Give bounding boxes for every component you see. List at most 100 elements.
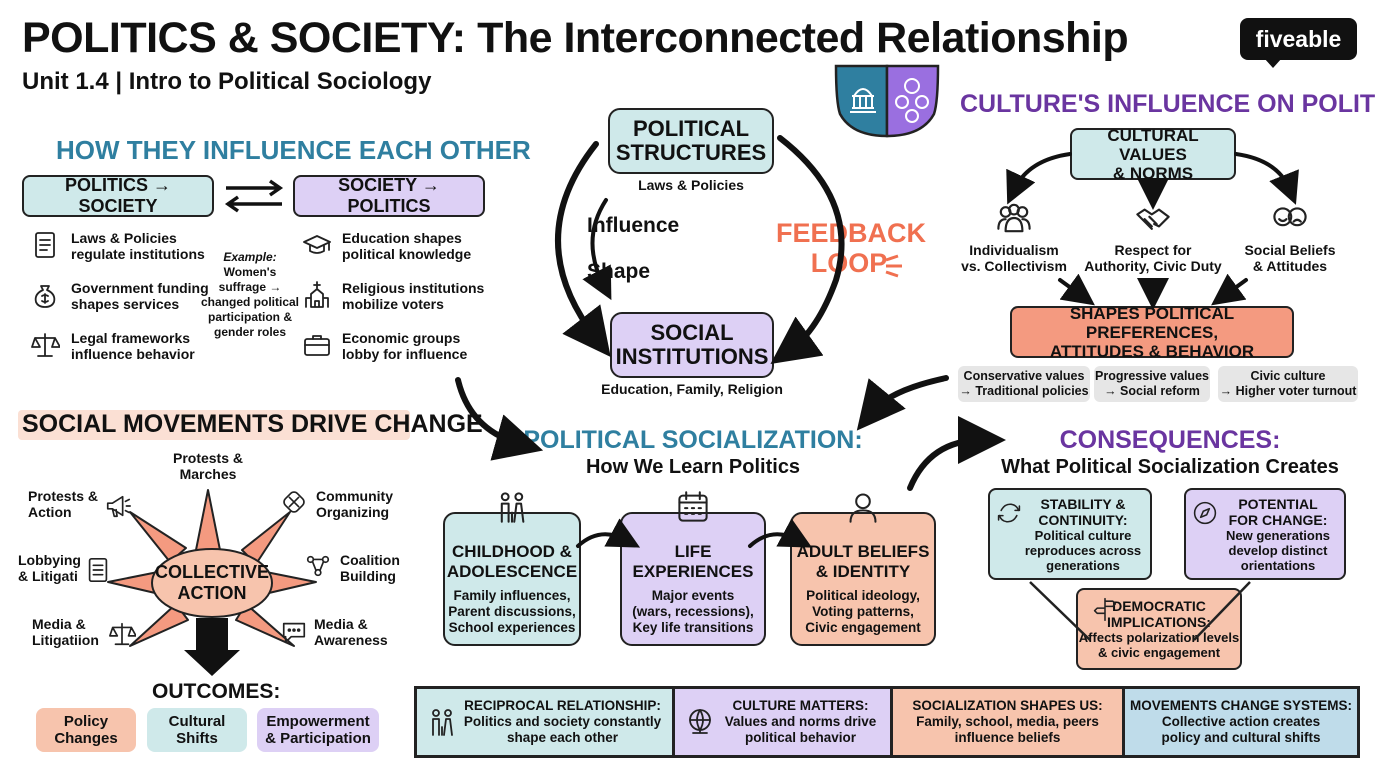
consequences-heading: CONSEQUENCES: — [1059, 426, 1281, 454]
shapes-preferences-label: SHAPES POLITICAL PREFERENCES, ATTITUDES … — [1049, 303, 1255, 361]
summary-cell: RECIPROCAL RELATIONSHIP:Politics and soc… — [417, 689, 675, 755]
consequence-title: POTENTIAL FOR CHANGE: — [1228, 495, 1328, 528]
culture-example: Civic culture → Higher voter turnout — [1218, 366, 1358, 402]
stage-text: Political ideology, Voting patterns, Civ… — [805, 588, 921, 635]
politics-to-society-box: POLITICS → SOCIETY — [22, 175, 214, 217]
stage-title: CHILDHOOD & ADOLESCENCE — [446, 542, 578, 581]
influence-heading: HOW THEY INFLUENCE EACH OTHER — [56, 135, 531, 165]
scales-icon — [109, 622, 136, 646]
stage-text: Major events (wars, recessions), Key lif… — [632, 588, 754, 635]
logo-text: fiveable — [1255, 25, 1342, 52]
society-effect-text: Economic groups lobby for influence — [342, 330, 468, 362]
feedback-burst-icon — [885, 254, 902, 278]
family-icon — [500, 492, 525, 523]
summary-bar: RECIPROCAL RELATIONSHIP:Politics and soc… — [414, 686, 1360, 758]
socialization-heading: POLITICAL SOCIALIZATION: — [523, 426, 863, 454]
movement-spoke-label: Coalition Building — [340, 552, 400, 584]
cultural-values-label: CULTURAL VALUES & NORMS — [1107, 125, 1199, 183]
culture-item-text: Individualism vs. Collectivism — [961, 242, 1067, 274]
culture-example: Conservative values → Traditional polici… — [958, 366, 1090, 402]
summary-text: Values and norms drive political behavio… — [724, 714, 877, 745]
outcomes-label: OUTCOMES: — [152, 680, 281, 703]
political-structures-title: POLITICAL STRUCTURES — [615, 116, 767, 165]
movement-spoke-label: Lobbying & Litigati — [18, 552, 81, 584]
summary-cell: CULTURE MATTERS:Values and norms drive p… — [675, 689, 893, 755]
outcome-box: Cultural Shifts — [147, 708, 247, 752]
stage-box: ADULT BELIEFS & IDENTITY Political ideolo… — [790, 512, 936, 646]
politics-effect-text: Government funding shapes services — [71, 280, 209, 312]
politics-effect-text: Laws & Policies regulate institutions — [71, 230, 205, 262]
political-structures-box: POLITICAL STRUCTURES — [608, 108, 774, 174]
political-structures-sub: Laws & Policies — [638, 177, 744, 193]
handshake-icon — [1136, 208, 1170, 230]
movement-spoke-label: Media & Awareness — [314, 616, 388, 648]
politics-to-society-label: POLITICS → SOCIETY — [64, 175, 171, 216]
outcome-box: Empowerment & Participation — [257, 708, 379, 752]
compass-icon — [1193, 501, 1217, 525]
page-subtitle: Unit 1.4 | Intro to Political Sociology — [22, 68, 432, 95]
politics-effect-text: Legal frameworks influence behavior — [71, 330, 195, 362]
cultural-values-box: CULTURAL VALUES & NORMS — [1070, 125, 1236, 183]
socialization-subheading: How We Learn Politics — [585, 456, 801, 478]
cycle-icon — [997, 503, 1021, 523]
scales-icon — [31, 333, 60, 357]
consequence-title: STABILITY & CONTINUITY: — [1038, 495, 1128, 528]
movement-spoke-label: Media & Litigatiion — [32, 616, 99, 648]
shapes-preferences-box: SHAPES POLITICAL PREFERENCES, ATTITUDES … — [1010, 303, 1294, 361]
people-group-icon — [997, 203, 1031, 233]
movement-spoke-label: Protests & Action — [28, 488, 99, 520]
society-effect-text: Religious institutions mobilize voters — [342, 280, 485, 312]
summary-title: SOCIALIZATION SHAPES US: — [912, 698, 1103, 713]
culture-item-text: Respect for Authority, Civic Duty — [1084, 242, 1222, 274]
money-bag-icon — [34, 285, 56, 308]
family-icon — [432, 709, 453, 736]
example-text: Women's suffrage → changed political par… — [200, 265, 299, 339]
ribbon-icon — [283, 491, 305, 513]
movement-spoke-label: Protests & Marches — [172, 450, 244, 482]
consequence-text: New generations develop distinct orienta… — [1225, 527, 1331, 573]
megaphone-icon — [106, 495, 131, 518]
church-icon — [305, 281, 329, 308]
summary-cell: SOCIALIZATION SHAPES US:Family, school, … — [893, 689, 1125, 755]
summary-text: Family, school, media, peers influence b… — [916, 714, 1099, 745]
consequence-box: DEMOCRATIC IMPLICATIONS:Affects polariza… — [1076, 588, 1242, 670]
culture-heading: CULTURE'S INFLUENCE ON POLITICS — [960, 90, 1376, 118]
stage-title: ADULT BELIEFS & IDENTITY — [796, 542, 930, 581]
summary-title: CULTURE MATTERS: — [732, 698, 869, 713]
consequences-subheading: What Political Socialization Creates — [1001, 456, 1339, 478]
social-institutions-box: SOCIAL INSTITUTIONS — [610, 312, 774, 378]
consequence-text: Affects polarization levels & civic enga… — [1078, 630, 1240, 660]
fiveable-logo: fiveable — [1240, 18, 1357, 60]
consequence-text: Political culture reproduces across gene… — [1024, 527, 1142, 573]
consequence-box: POTENTIAL FOR CHANGE:New generations dev… — [1184, 488, 1346, 580]
calendar-icon — [678, 491, 708, 522]
capitol-people-emblem — [834, 64, 940, 138]
society-to-politics-label: SOCIETY → POLITICS — [338, 175, 440, 216]
social-institutions-title: SOCIAL INSTITUTIONS — [615, 320, 769, 369]
signpost-icon — [1093, 597, 1117, 622]
bidirectional-arrows — [224, 179, 284, 213]
collective-action-star — [107, 489, 317, 676]
movement-spoke-label: Community Organizing — [316, 488, 393, 520]
influence-label: Influence — [587, 214, 680, 237]
faces-icon — [1273, 207, 1307, 227]
society-effect-text: Education shapes political knowledge — [342, 230, 472, 262]
graduation-cap-icon — [303, 235, 331, 254]
collective-action-label: COLLECTIVE ACTION — [154, 562, 269, 603]
example-label: Example: — [223, 250, 277, 264]
consequence-title: DEMOCRATIC IMPLICATIONS: — [1107, 598, 1211, 630]
example-box: Example: Women's suffrage → changed poli… — [200, 250, 300, 340]
summary-text: Politics and society constantly shape ea… — [463, 714, 662, 745]
summary-text: Collective action creates policy and cul… — [1161, 714, 1321, 745]
logo-tail — [1264, 58, 1282, 68]
document-list-icon — [88, 557, 108, 583]
person-icon — [849, 493, 877, 523]
consequence-box: STABILITY & CONTINUITY:Political culture… — [988, 488, 1152, 580]
culture-example: Progressive values → Social reform — [1094, 366, 1210, 402]
summary-title: MOVEMENTS CHANGE SYSTEMS: — [1129, 698, 1353, 713]
globe-icon — [689, 709, 711, 734]
social-institutions-sub: Education, Family, Religion — [601, 381, 783, 397]
movements-heading: SOCIAL MOVEMENTS DRIVE CHANGE — [22, 410, 483, 438]
